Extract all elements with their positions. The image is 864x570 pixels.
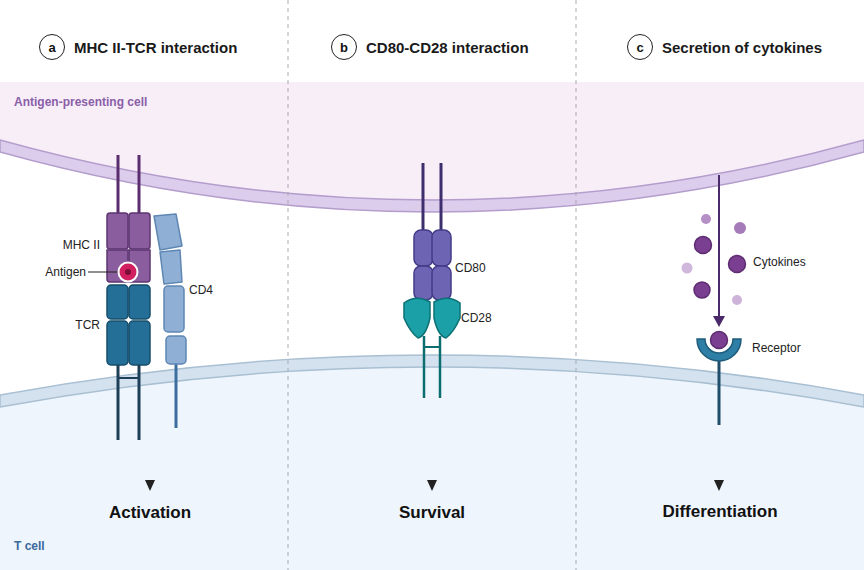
cd28-molecule xyxy=(434,298,460,338)
signal-arrow xyxy=(431,398,433,482)
mhc2-molecule xyxy=(129,213,150,249)
cd80-molecule xyxy=(432,230,451,266)
cd4-molecule xyxy=(175,360,178,428)
molecule-label: Cytokines xyxy=(753,255,806,269)
secretion-arrow xyxy=(713,316,725,327)
molecule-label: CD80 xyxy=(455,261,486,275)
tcr-molecule xyxy=(107,285,128,319)
outcome-label: Survival xyxy=(399,503,465,523)
cytokine-particle xyxy=(682,263,693,274)
tcr-molecule xyxy=(107,321,128,365)
cell-membrane xyxy=(0,140,864,212)
cd80-molecule xyxy=(422,163,425,232)
antigen-peptide xyxy=(88,263,138,282)
cytokine-particle xyxy=(729,256,746,273)
cd28-molecule xyxy=(423,336,426,398)
antigen-peptide xyxy=(125,269,131,275)
panel-letter: a xyxy=(39,34,65,60)
molecule-label: CD28 xyxy=(461,311,492,325)
panel-letter: c xyxy=(627,34,653,60)
cytokine-particle xyxy=(732,295,742,305)
cytokine-particle xyxy=(695,237,712,254)
cd4-molecule xyxy=(166,336,186,364)
cd28-molecule xyxy=(424,346,440,348)
tcr-molecule xyxy=(138,365,141,440)
molecule-label: TCR xyxy=(75,318,100,332)
cell-name: Antigen-presenting cell xyxy=(14,95,147,109)
cd4-molecule xyxy=(160,250,182,284)
cd80-molecule xyxy=(414,230,433,266)
cd4-molecule xyxy=(154,214,182,250)
cytokine-particle xyxy=(701,214,711,224)
secretion-arrow xyxy=(718,175,720,318)
tcr-molecule xyxy=(117,365,120,440)
panel-heading: a MHC II-TCR interaction xyxy=(39,34,237,60)
cell-body xyxy=(0,355,864,570)
cell-name: T cell xyxy=(14,539,45,553)
tcr-molecule xyxy=(129,321,150,365)
molecule-label: MHC II xyxy=(63,238,100,252)
cd80-molecule xyxy=(432,266,451,300)
cell-band: Antigen-presenting cell xyxy=(0,82,864,224)
cd28-molecule xyxy=(404,298,430,338)
cd4-molecule xyxy=(164,286,184,332)
panel-title: MHC II-TCR interaction xyxy=(74,39,237,56)
molecule-label: Receptor xyxy=(752,341,801,355)
cd28-molecule xyxy=(439,336,442,398)
panel-heading: c Secretion of cytokines xyxy=(627,34,822,60)
antigen-peptide xyxy=(119,263,138,282)
mhc2-molecule xyxy=(107,213,128,249)
panel-title: CD80-CD28 interaction xyxy=(366,39,529,56)
tcr-molecule xyxy=(129,285,150,319)
secretion-arrow xyxy=(713,175,725,327)
panel-heading: b CD80-CD28 interaction xyxy=(331,34,529,60)
cell-membrane xyxy=(0,355,864,407)
panel-letter: b xyxy=(331,34,357,60)
outcome-label: Differentiation xyxy=(662,502,777,522)
outcome-label: Activation xyxy=(109,503,191,523)
cytokine-particle xyxy=(682,214,747,305)
receptor-molecule xyxy=(711,332,728,349)
cytokine-particle xyxy=(734,222,746,234)
panel-title: Secretion of cytokines xyxy=(662,39,822,56)
mhc2-molecule xyxy=(138,155,141,215)
cd80-molecule xyxy=(440,163,443,232)
cd80-molecule xyxy=(414,266,433,300)
tcr-molecule xyxy=(118,377,139,379)
molecule-label: CD4 xyxy=(189,283,213,297)
signal-arrow xyxy=(149,395,151,482)
molecule-label: Antigen xyxy=(45,265,86,279)
mhc2-molecule xyxy=(117,155,120,215)
signal-arrow xyxy=(718,430,720,482)
receptor-molecule xyxy=(718,358,721,425)
cytokine-particle xyxy=(694,282,710,298)
